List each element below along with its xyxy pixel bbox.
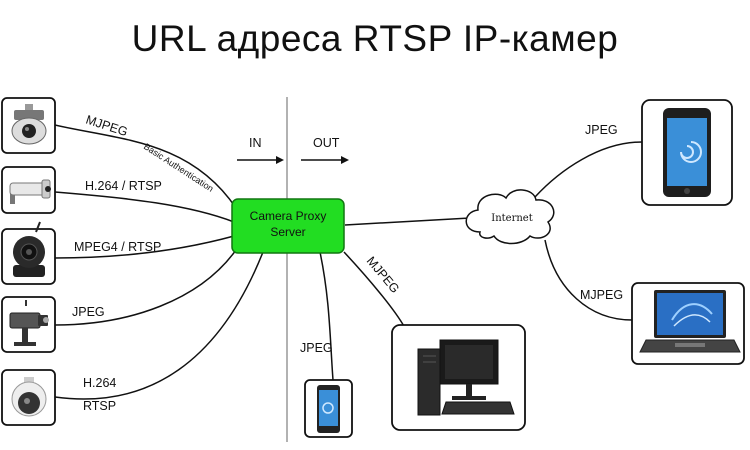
link-ptz-camera xyxy=(54,251,264,400)
internet-cloud: Internet xyxy=(465,189,555,245)
output-label-local-jpeg: JPEG xyxy=(300,341,333,355)
smartphone-icon xyxy=(641,99,733,206)
cloud-shape xyxy=(465,189,555,245)
output-label-remote-jpeg: JPEG xyxy=(585,123,618,137)
in-arrow-head xyxy=(276,156,284,164)
link-pantilt-camera xyxy=(54,235,235,259)
input-label-jpeg: JPEG xyxy=(72,305,105,319)
output-label-laptop-mjpeg: MJPEG xyxy=(580,288,623,302)
link-dome-camera xyxy=(54,124,237,209)
proxy-label-line1: Camera Proxy xyxy=(250,209,327,223)
pan-tilt-camera-icon xyxy=(1,221,56,285)
dome-camera-icon xyxy=(1,97,56,154)
bullet-camera-icon xyxy=(1,166,56,214)
page-title: URL адреса RTSP IP-камер xyxy=(131,18,619,59)
input-label-rtsp: RTSP xyxy=(83,399,116,413)
in-label: IN xyxy=(249,136,262,150)
desktop-computer-icon xyxy=(391,324,526,431)
link-internet xyxy=(344,217,471,226)
out-arrow-head xyxy=(341,156,349,164)
link-local-phone xyxy=(319,251,334,381)
link-laptop xyxy=(544,239,633,321)
input-label-mpeg4-rtsp: MPEG4 / RTSP xyxy=(74,240,161,254)
out-label: OUT xyxy=(313,136,340,150)
input-label-h264: H.264 xyxy=(83,376,116,390)
laptop-icon xyxy=(631,282,745,365)
link-bullet-camera xyxy=(54,191,235,223)
connections xyxy=(54,124,643,400)
input-label-h264-rtsp: H.264 / RTSP xyxy=(85,179,162,193)
output-label-desktop-mjpeg: MJPEG xyxy=(364,254,402,296)
proxy-label-line2: Server xyxy=(270,225,305,239)
camera-proxy-server: Camera Proxy Server xyxy=(231,198,345,254)
box-camera-icon xyxy=(1,296,56,353)
proxy-box xyxy=(231,198,345,254)
internet-label: Internet xyxy=(491,213,532,224)
link-box-camera xyxy=(54,249,237,326)
link-desktop xyxy=(343,251,406,329)
ptz-dome-camera-icon xyxy=(1,369,56,426)
link-remote-phone xyxy=(534,141,643,198)
smartphone-icon xyxy=(304,379,353,438)
